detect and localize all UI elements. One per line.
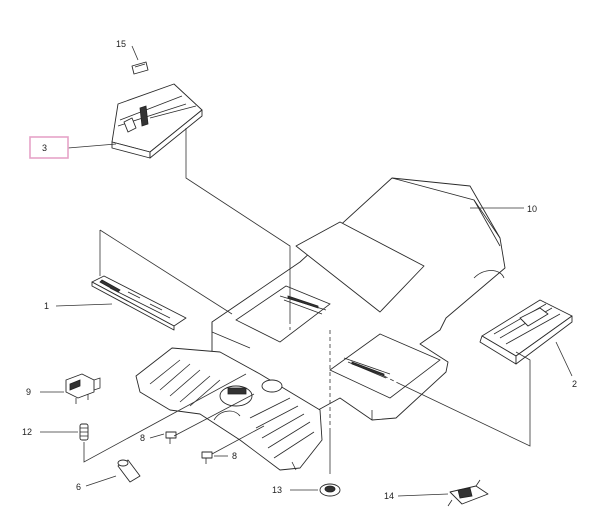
part-15-label — [131, 61, 149, 75]
part-13-foot[interactable] — [319, 483, 341, 497]
callout-13[interactable]: 13 — [272, 485, 282, 495]
callout-14[interactable]: 14 — [384, 491, 394, 501]
callout-3[interactable]: 3 — [42, 143, 47, 153]
callout-labels: 15 3 10 1 2 9 12 8 8 6 13 14 — [22, 39, 577, 501]
part-12-spring[interactable] — [79, 423, 89, 441]
pickup-roller-assembly — [135, 347, 323, 471]
part-1-guide-rack[interactable] — [91, 275, 187, 331]
callout-10[interactable]: 10 — [527, 204, 537, 214]
callout-12[interactable]: 12 — [22, 427, 32, 437]
callout-15[interactable]: 15 — [116, 39, 126, 49]
callout-leaders — [40, 45, 573, 497]
callout-3-highlight-box — [29, 136, 69, 159]
callout-6[interactable]: 6 — [76, 482, 81, 492]
part-8-screw-lower[interactable] — [201, 451, 213, 464]
part-14-bracket[interactable] — [447, 479, 489, 507]
callout-2[interactable]: 2 — [572, 379, 577, 389]
callout-9[interactable]: 9 — [26, 387, 31, 397]
callout-8-upper[interactable]: 8 — [140, 433, 145, 443]
part-2-side-guide[interactable] — [479, 299, 573, 365]
part-8-screw-upper[interactable] — [165, 431, 177, 444]
callout-1[interactable]: 1 — [44, 301, 49, 311]
assembly-lines — [83, 128, 531, 474]
part-10-input-tray[interactable] — [211, 177, 506, 421]
part-9-connector[interactable] — [65, 373, 101, 404]
part-6-shaft[interactable] — [117, 459, 141, 483]
callout-8-lower[interactable]: 8 — [232, 451, 237, 461]
part-3-separation-pad[interactable] — [111, 83, 203, 159]
